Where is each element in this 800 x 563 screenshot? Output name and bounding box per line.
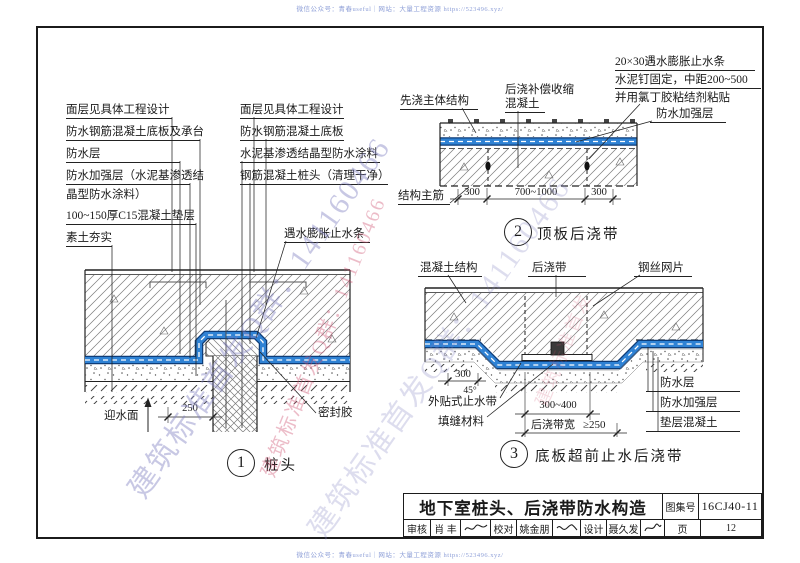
- proofer-signature: [552, 520, 580, 536]
- proof-label: 校对: [490, 520, 516, 536]
- d1-number-badge: 1: [227, 449, 255, 477]
- d3-number-badge: 3: [500, 440, 528, 468]
- signature-scribble-icon: [643, 523, 662, 532]
- d1-label-reinforce-1: 防水加强层（水泥基渗透结: [66, 170, 204, 185]
- d2-label-reinforce: 防水加强层: [650, 108, 726, 123]
- design-label: 设计: [580, 520, 606, 536]
- d3-angle-45: 45°: [463, 386, 477, 396]
- d2-label-later-cast-1: 后浇补偿收缩: [505, 84, 574, 96]
- d2-caption: 顶板后浇带: [537, 227, 620, 243]
- d1-dim-250: 250: [182, 403, 198, 414]
- d2-dim-right: 300: [591, 187, 607, 198]
- d2-label-later-cast-2: 混凝土: [505, 98, 545, 113]
- d3-label-wire-mesh: 钢丝网片: [634, 262, 692, 277]
- d1-label2-coating: 水泥基渗透结晶型防水涂料: [240, 148, 380, 163]
- page-number: 12: [700, 520, 761, 536]
- d3-label-concrete: 混凝土结构: [418, 262, 482, 277]
- d3-dim-300: 300: [455, 369, 471, 380]
- reviewer-signature: [460, 520, 490, 536]
- designer-signature: [640, 520, 664, 536]
- d2-label-strip-1: 20×30遇水膨胀止水条: [615, 56, 755, 71]
- d1-label-surface: 面层见具体工程设计: [66, 104, 172, 119]
- title-block: 地下室桩头、后浇带防水构造 图集号 16CJ40-11 审核 肖 丰 校对 姚金…: [403, 493, 762, 537]
- d3-dim-width-min: ≥250: [583, 419, 606, 431]
- d2-label-main-bar: 结构主筋: [398, 190, 450, 205]
- d3-label-filler: 填缝材料: [438, 416, 484, 428]
- d1-label-water-face: 迎水面: [104, 410, 139, 422]
- d1-label-cushion: 100~150厚C15混凝土垫层: [66, 210, 196, 225]
- signature-scribble-icon: [464, 524, 487, 531]
- d1-label2-pilehead: 钢筋混凝土桩头（清理干净）: [240, 170, 390, 185]
- d2-number-badge: 2: [504, 218, 532, 246]
- detail-3-base-strip: [424, 274, 704, 437]
- d1-label2-surface: 面层见具体工程设计: [240, 104, 344, 119]
- d1-label2-slab: 防水钢筋混凝土底板: [240, 126, 344, 141]
- drawing-frame: [36, 26, 764, 539]
- d2-dim-mid: 700~1000: [514, 187, 558, 198]
- detail-1-pile-head: [84, 117, 351, 432]
- d3-label-cushion: 垫层混凝土: [646, 417, 740, 432]
- d1-label-soil: 素土夯实: [66, 232, 112, 247]
- d3-label-ext-waterstop: 外贴式止水带: [428, 396, 497, 408]
- d1-label-slab: 防水钢筋混凝土底板及承台: [66, 126, 204, 141]
- d1-caption: 桩头: [264, 458, 297, 474]
- designer-name: 聂久发: [606, 520, 640, 536]
- reviewer-name: 肖 丰: [430, 520, 460, 536]
- signature-scribble-icon: [556, 524, 577, 531]
- atlas-number: 16CJ40-11: [698, 494, 761, 519]
- d2-label-strip-3: 并用氯丁胶粘结剂粘贴: [615, 92, 730, 104]
- d3-label-strip-zone: 后浇带: [528, 262, 586, 277]
- d1-label-waterproof: 防水层: [66, 148, 180, 163]
- d2-label-strip-2: 水泥钉固定，中距200~500: [615, 74, 761, 89]
- d2-label-first-cast: 先浇主体结构: [400, 95, 478, 110]
- d3-label-reinforce: 防水加强层: [646, 397, 740, 412]
- d3-label-strip-width: 后浇带宽: [531, 419, 575, 431]
- proofer-name: 姚金朋: [516, 520, 552, 536]
- page-label: 页: [664, 520, 700, 536]
- atlas-number-label: 图集号: [662, 494, 698, 519]
- sheet-title: 地下室桩头、后浇带防水构造: [419, 498, 647, 518]
- d1-label-reinforce-2: 晶型防水涂料）: [66, 189, 147, 201]
- d2-dim-left: 300: [464, 187, 480, 198]
- d3-dim-300-400: 300~400: [539, 400, 577, 411]
- d1-label-sealant: 密封胶: [318, 407, 353, 419]
- d1-label-swell-strip: 遇水膨胀止水条: [284, 228, 370, 243]
- d3-label-waterproof: 防水层: [646, 377, 740, 392]
- review-label: 审核: [407, 524, 427, 536]
- detail-2-roof-strip: [439, 103, 653, 205]
- d3-caption: 底板超前止水后浇带: [535, 449, 684, 465]
